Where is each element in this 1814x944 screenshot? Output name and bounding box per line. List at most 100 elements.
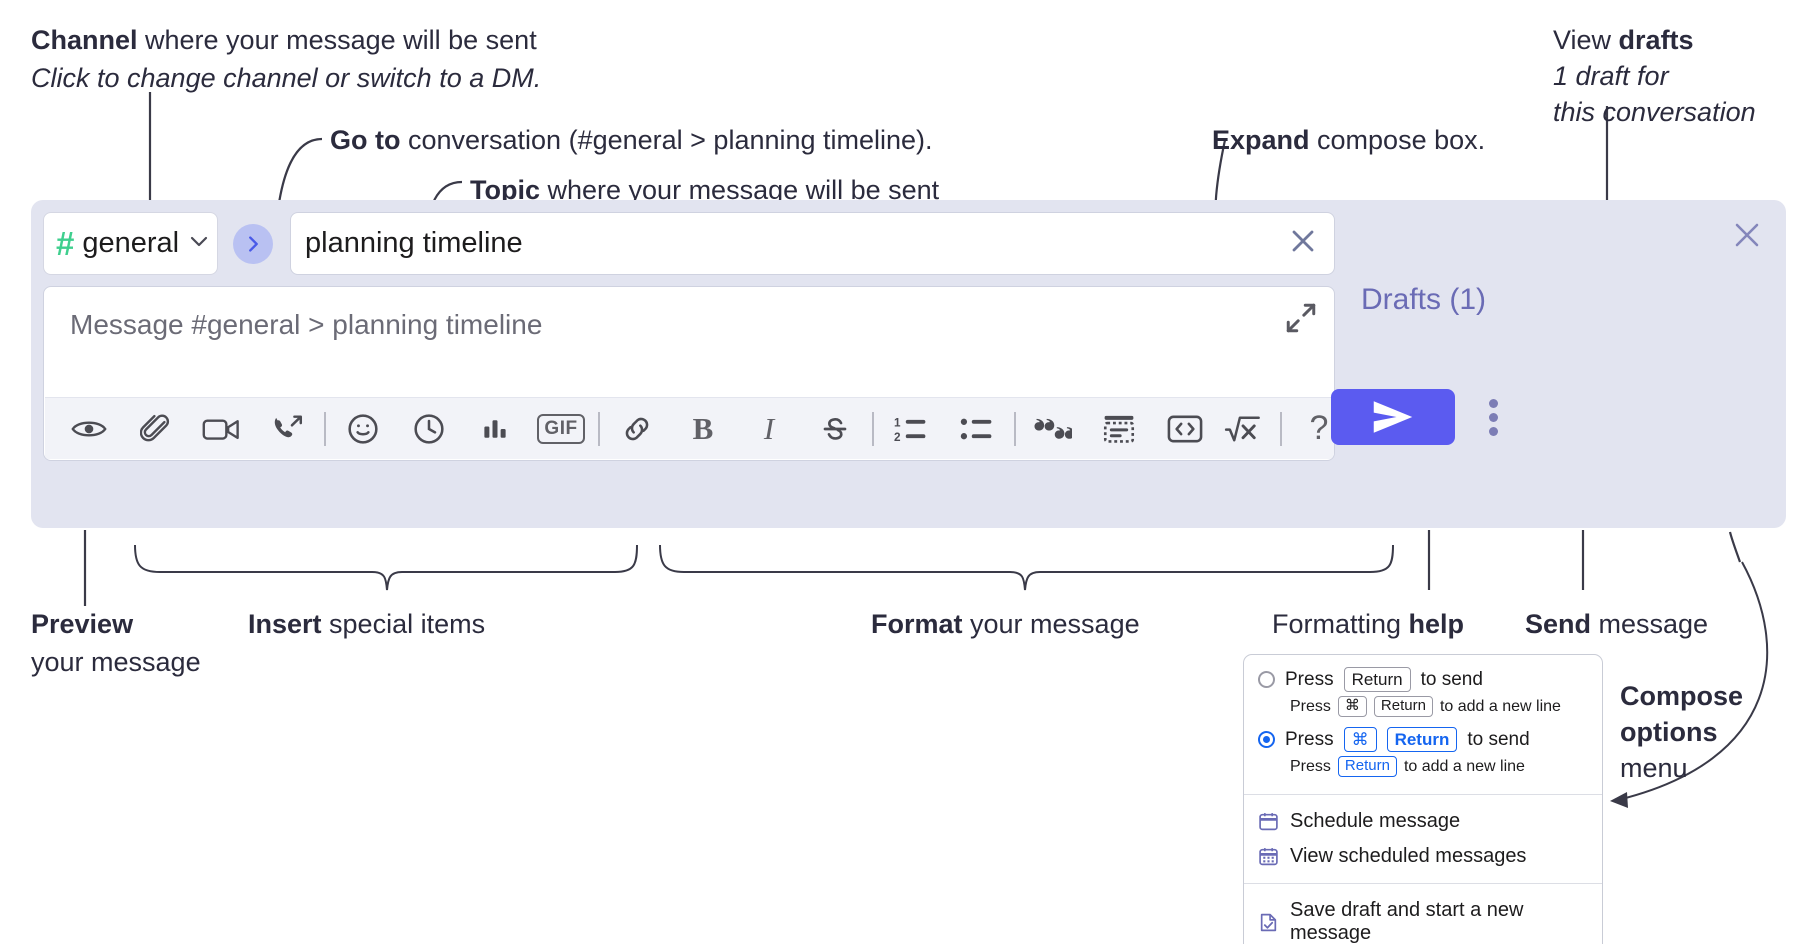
- poll-icon[interactable]: [473, 407, 517, 451]
- annotation-insert-bold: Insert: [248, 609, 322, 639]
- toolbar-divider: [872, 411, 874, 446]
- menu-item-schedule-message[interactable]: Schedule message: [1244, 804, 1602, 839]
- annotation-send-bold: Send: [1525, 609, 1592, 639]
- italic-label: I: [763, 410, 775, 446]
- bulleted-list-icon[interactable]: [955, 407, 999, 451]
- chevron-down-icon: [187, 229, 211, 258]
- toolbar-divider: [1014, 411, 1016, 446]
- compose-header-row: # general planning timeline: [43, 212, 1335, 276]
- annotation-drafts-bold: drafts: [1618, 25, 1694, 55]
- menu-divider: [1244, 883, 1602, 884]
- svg-text:2: 2: [894, 430, 901, 442]
- topic-value: planning timeline: [305, 227, 523, 259]
- send-button[interactable]: [1331, 389, 1455, 445]
- preview-icon[interactable]: [67, 407, 111, 451]
- menu-item-view-scheduled-messages[interactable]: View scheduled messages: [1244, 839, 1602, 874]
- key-return: Return: [1337, 756, 1397, 777]
- toolbar-divider: [324, 411, 326, 446]
- send-option-return-hint: Press ⌘ Return to add a new line: [1244, 694, 1602, 725]
- key-return: Return: [1343, 667, 1411, 693]
- annotation-preview-bold: Preview: [31, 609, 134, 639]
- send-option-cmd-return-hint: Press Return to add a new line: [1244, 754, 1602, 785]
- formatting-toolbar: GIF B I: [45, 397, 1334, 459]
- radio-button-selected[interactable]: [1258, 731, 1275, 749]
- radio-button[interactable]: [1258, 671, 1275, 689]
- annotation-channel: Channel where your message will be sent …: [31, 24, 541, 95]
- expand-icon[interactable]: [1284, 301, 1318, 335]
- gif-icon[interactable]: GIF: [537, 407, 585, 451]
- menu-item-label: Save draft and start a new message: [1290, 899, 1524, 944]
- clock-icon[interactable]: [407, 407, 451, 451]
- save-draft-icon: [1258, 912, 1279, 933]
- hint-pre: Press: [1290, 697, 1331, 715]
- annotation-format-rest: your message: [962, 609, 1140, 639]
- attachment-icon[interactable]: [133, 407, 177, 451]
- gif-label: GIF: [537, 413, 585, 444]
- channel-name: general: [82, 227, 180, 259]
- annotation-expand-bold: Expand: [1212, 125, 1310, 155]
- menu-item-save-draft[interactable]: Save draft and start a new message: [1244, 893, 1602, 944]
- annotation-channel-sub: Click to change channel or switch to a D…: [31, 62, 542, 93]
- annotation-goto: Go to conversation (#general > planning …: [330, 124, 933, 157]
- strikethrough-icon[interactable]: [813, 407, 857, 451]
- key-return: Return: [1386, 727, 1458, 753]
- bold-icon[interactable]: B: [681, 407, 725, 451]
- annotation-preview-sub: your message: [31, 646, 201, 677]
- annotation-expand: Expand compose box.: [1212, 124, 1485, 157]
- option-pre: Press: [1285, 668, 1334, 690]
- annotation-format-bold: Format: [871, 609, 963, 639]
- emoji-icon[interactable]: [341, 407, 385, 451]
- close-icon[interactable]: [1286, 224, 1320, 263]
- kebab-dot: [1488, 412, 1498, 422]
- send-option-cmd-return[interactable]: Press ⌘ Return to send: [1244, 725, 1602, 754]
- compose-options-menu: Press Return to send Press ⌘ Return to a…: [1243, 654, 1603, 944]
- hash-icon: #: [56, 225, 75, 262]
- annotation-send-rest: message: [1591, 609, 1709, 639]
- menu-divider: [1244, 794, 1602, 795]
- hint-pre: Press: [1290, 757, 1331, 775]
- code-icon[interactable]: [1163, 407, 1207, 451]
- drafts-link[interactable]: Drafts (1): [1361, 283, 1487, 316]
- annotation-format: Format your message: [871, 608, 1140, 641]
- annotation-drafts: View drafts 1 draft for this conversatio…: [1553, 24, 1756, 129]
- key-command: ⌘: [1337, 696, 1367, 717]
- bold-label: B: [692, 410, 714, 446]
- annotation-goto-rest: conversation (#general > planning timeli…: [400, 125, 933, 155]
- topic-input[interactable]: planning timeline: [290, 212, 1335, 275]
- channel-picker[interactable]: # general: [43, 212, 218, 275]
- blockquote-icon[interactable]: [1031, 407, 1075, 451]
- italic-icon[interactable]: I: [747, 407, 791, 451]
- annotation-channel-bold: Channel: [31, 25, 138, 55]
- menu-item-label: View scheduled messages: [1290, 845, 1527, 867]
- send-option-return[interactable]: Press Return to send: [1244, 665, 1602, 694]
- option-pre: Press: [1285, 728, 1334, 750]
- annotation-insert: Insert special items: [248, 608, 485, 641]
- compose-left-column: # general planning timeline M: [43, 212, 1335, 461]
- toolbar-divider: [598, 411, 600, 446]
- menu-item-label: Schedule message: [1290, 810, 1461, 832]
- svg-text:1: 1: [894, 416, 901, 429]
- math-icon[interactable]: [1221, 407, 1265, 451]
- annotation-drafts-sub2: this conversation: [1553, 96, 1756, 127]
- message-input-placeholder: Message #general > planning timeline: [70, 309, 543, 340]
- annotation-insert-rest: special items: [321, 609, 486, 639]
- audio-clip-icon[interactable]: [265, 407, 309, 451]
- annotation-drafts-sub1: 1 draft for: [1553, 60, 1669, 91]
- go-to-conversation-button[interactable]: [233, 224, 273, 264]
- ordered-list-icon[interactable]: 1 2: [889, 407, 933, 451]
- kebab-dot: [1488, 426, 1498, 436]
- link-icon[interactable]: [615, 407, 659, 451]
- annotation-compose-options-bold2: options: [1620, 716, 1718, 747]
- message-editor[interactable]: Message #general > planning timeline: [43, 286, 1335, 461]
- code-block-icon[interactable]: [1097, 407, 1141, 451]
- video-clip-icon[interactable]: [199, 407, 243, 451]
- key-command: ⌘: [1343, 727, 1377, 753]
- annotation-preview: Preview your message: [31, 608, 201, 679]
- compose-options-button[interactable]: [1478, 395, 1508, 439]
- annotation-drafts-lead: View: [1553, 25, 1619, 55]
- calendar-schedule-icon: [1258, 811, 1279, 832]
- close-icon[interactable]: [1730, 218, 1764, 252]
- key-return: Return: [1373, 696, 1433, 717]
- help-icon[interactable]: ?: [1297, 407, 1334, 451]
- option-post: to send: [1467, 728, 1530, 750]
